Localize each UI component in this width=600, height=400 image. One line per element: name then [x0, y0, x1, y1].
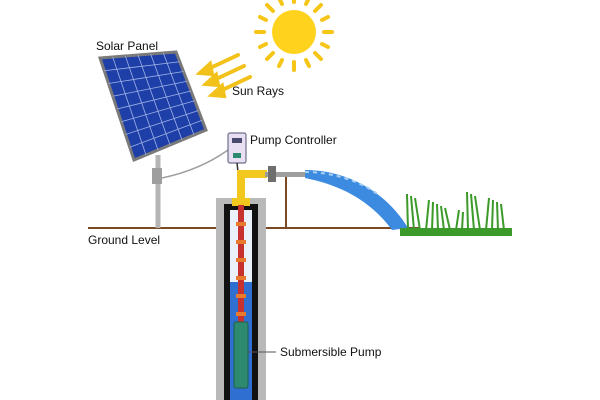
water-spray: [304, 170, 408, 230]
power-cable: [161, 149, 229, 179]
pump-controller-label: Pump Controller: [250, 133, 337, 147]
solar-panel-icon: [97, 50, 208, 228]
ground-level-label: Ground Level: [88, 233, 161, 247]
solar-panel-label: Solar Panel: [96, 39, 159, 53]
riser-pipe: [236, 205, 246, 325]
sun-rays-arrows: [195, 53, 252, 99]
grass-icon: [400, 191, 512, 236]
submersible-pump-label: Submersible Pump: [280, 345, 382, 359]
submersible-pump-icon: [233, 321, 276, 389]
sun-icon: [254, 0, 334, 72]
sun-rays-label: Sun Rays: [232, 84, 285, 98]
discharge-pipe: [237, 166, 313, 228]
pump-controller-icon: [227, 132, 247, 164]
